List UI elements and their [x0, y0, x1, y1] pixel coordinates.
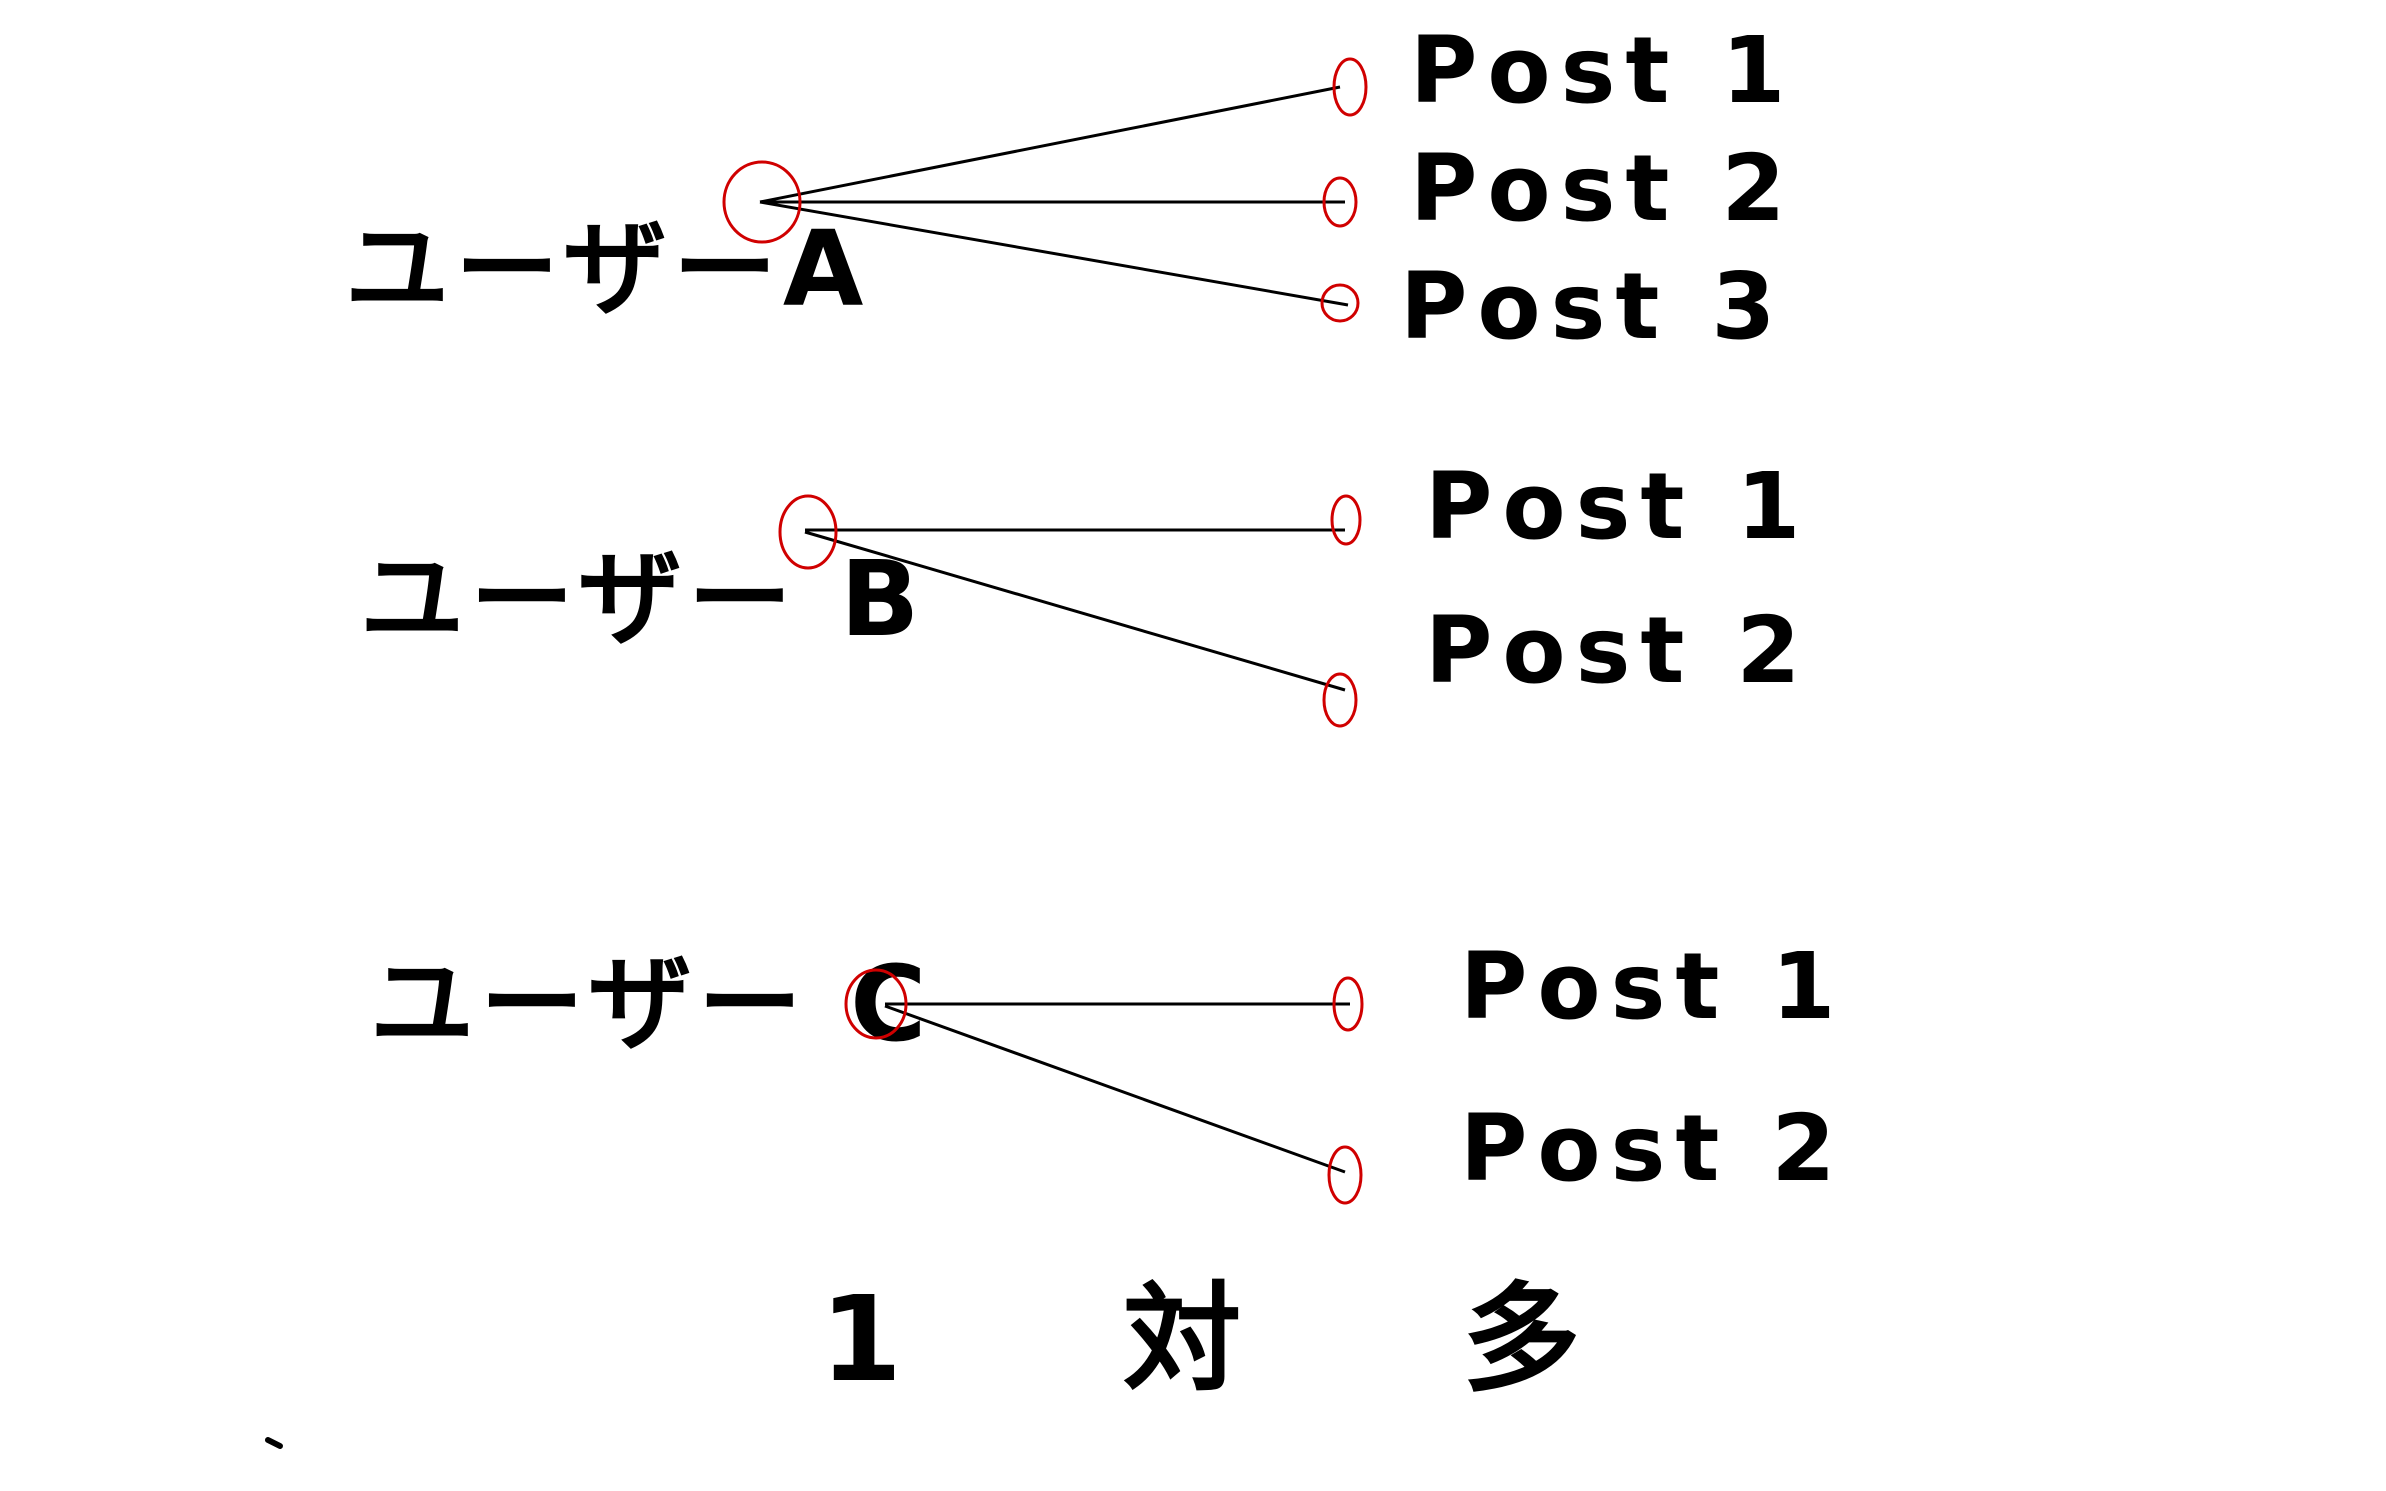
- user-c-post-2-label: Post 2: [1460, 1095, 1845, 1202]
- user-a-post-3-label: Post 3: [1400, 253, 1785, 360]
- user-a-label: ユーザーA: [345, 208, 869, 330]
- edge-user-c-post-2: [884, 1004, 1346, 1174]
- user-c-post-1-label: Post 1: [1460, 933, 1845, 1040]
- group-user-a: ユーザーA Post 1 Post 2 Post 3: [345, 17, 1795, 360]
- user-b-post-2-node: [1322, 672, 1358, 728]
- user-b-post-1-label: Post 1: [1425, 453, 1810, 560]
- relationship-label: 1 対 多: [820, 1270, 1670, 1408]
- edge-user-a-post-1: [759, 85, 1341, 204]
- group-user-c: ユーザー C Post 1 Post 2: [370, 933, 1845, 1205]
- edge-user-b-post-2: [804, 530, 1346, 692]
- user-b-post-1-node: [1330, 494, 1362, 546]
- user-a-post-2-node: [1322, 176, 1358, 228]
- user-a-post-3-node: [1320, 283, 1360, 323]
- user-a-post-1-label: Post 1: [1410, 17, 1795, 124]
- user-c-post-1-node: [1332, 976, 1364, 1032]
- user-c-node: [844, 968, 908, 1040]
- edge-user-a-post-3: [759, 200, 1349, 307]
- group-user-b: ユーザー B Post 1 Post 2: [360, 453, 1810, 728]
- user-a-post-2-label: Post 2: [1410, 135, 1795, 242]
- user-c-label: ユーザー C: [370, 943, 932, 1065]
- user-b-post-2-label: Post 2: [1425, 597, 1810, 704]
- user-a-post-1-node: [1332, 57, 1368, 117]
- user-a-node: [722, 160, 802, 244]
- user-c-post-2-node: [1327, 1145, 1363, 1205]
- user-b-node: [778, 494, 838, 570]
- stray-pen-mark: [265, 1437, 283, 1449]
- user-b-label: ユーザー B: [360, 538, 925, 660]
